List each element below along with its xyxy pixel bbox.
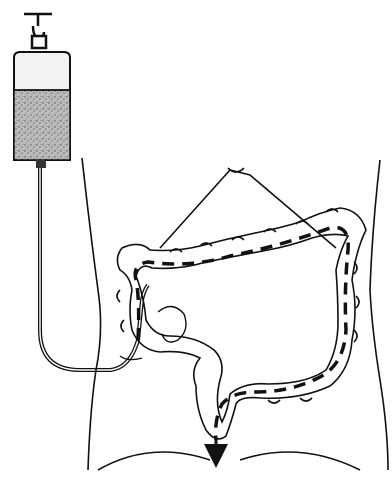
- flow-path: [135, 227, 348, 440]
- bag-solution: [14, 90, 70, 160]
- body-outline: [82, 158, 388, 470]
- enema-bag: [14, 52, 70, 168]
- irrigation-tube: [40, 168, 148, 370]
- hook-icon: [24, 14, 52, 48]
